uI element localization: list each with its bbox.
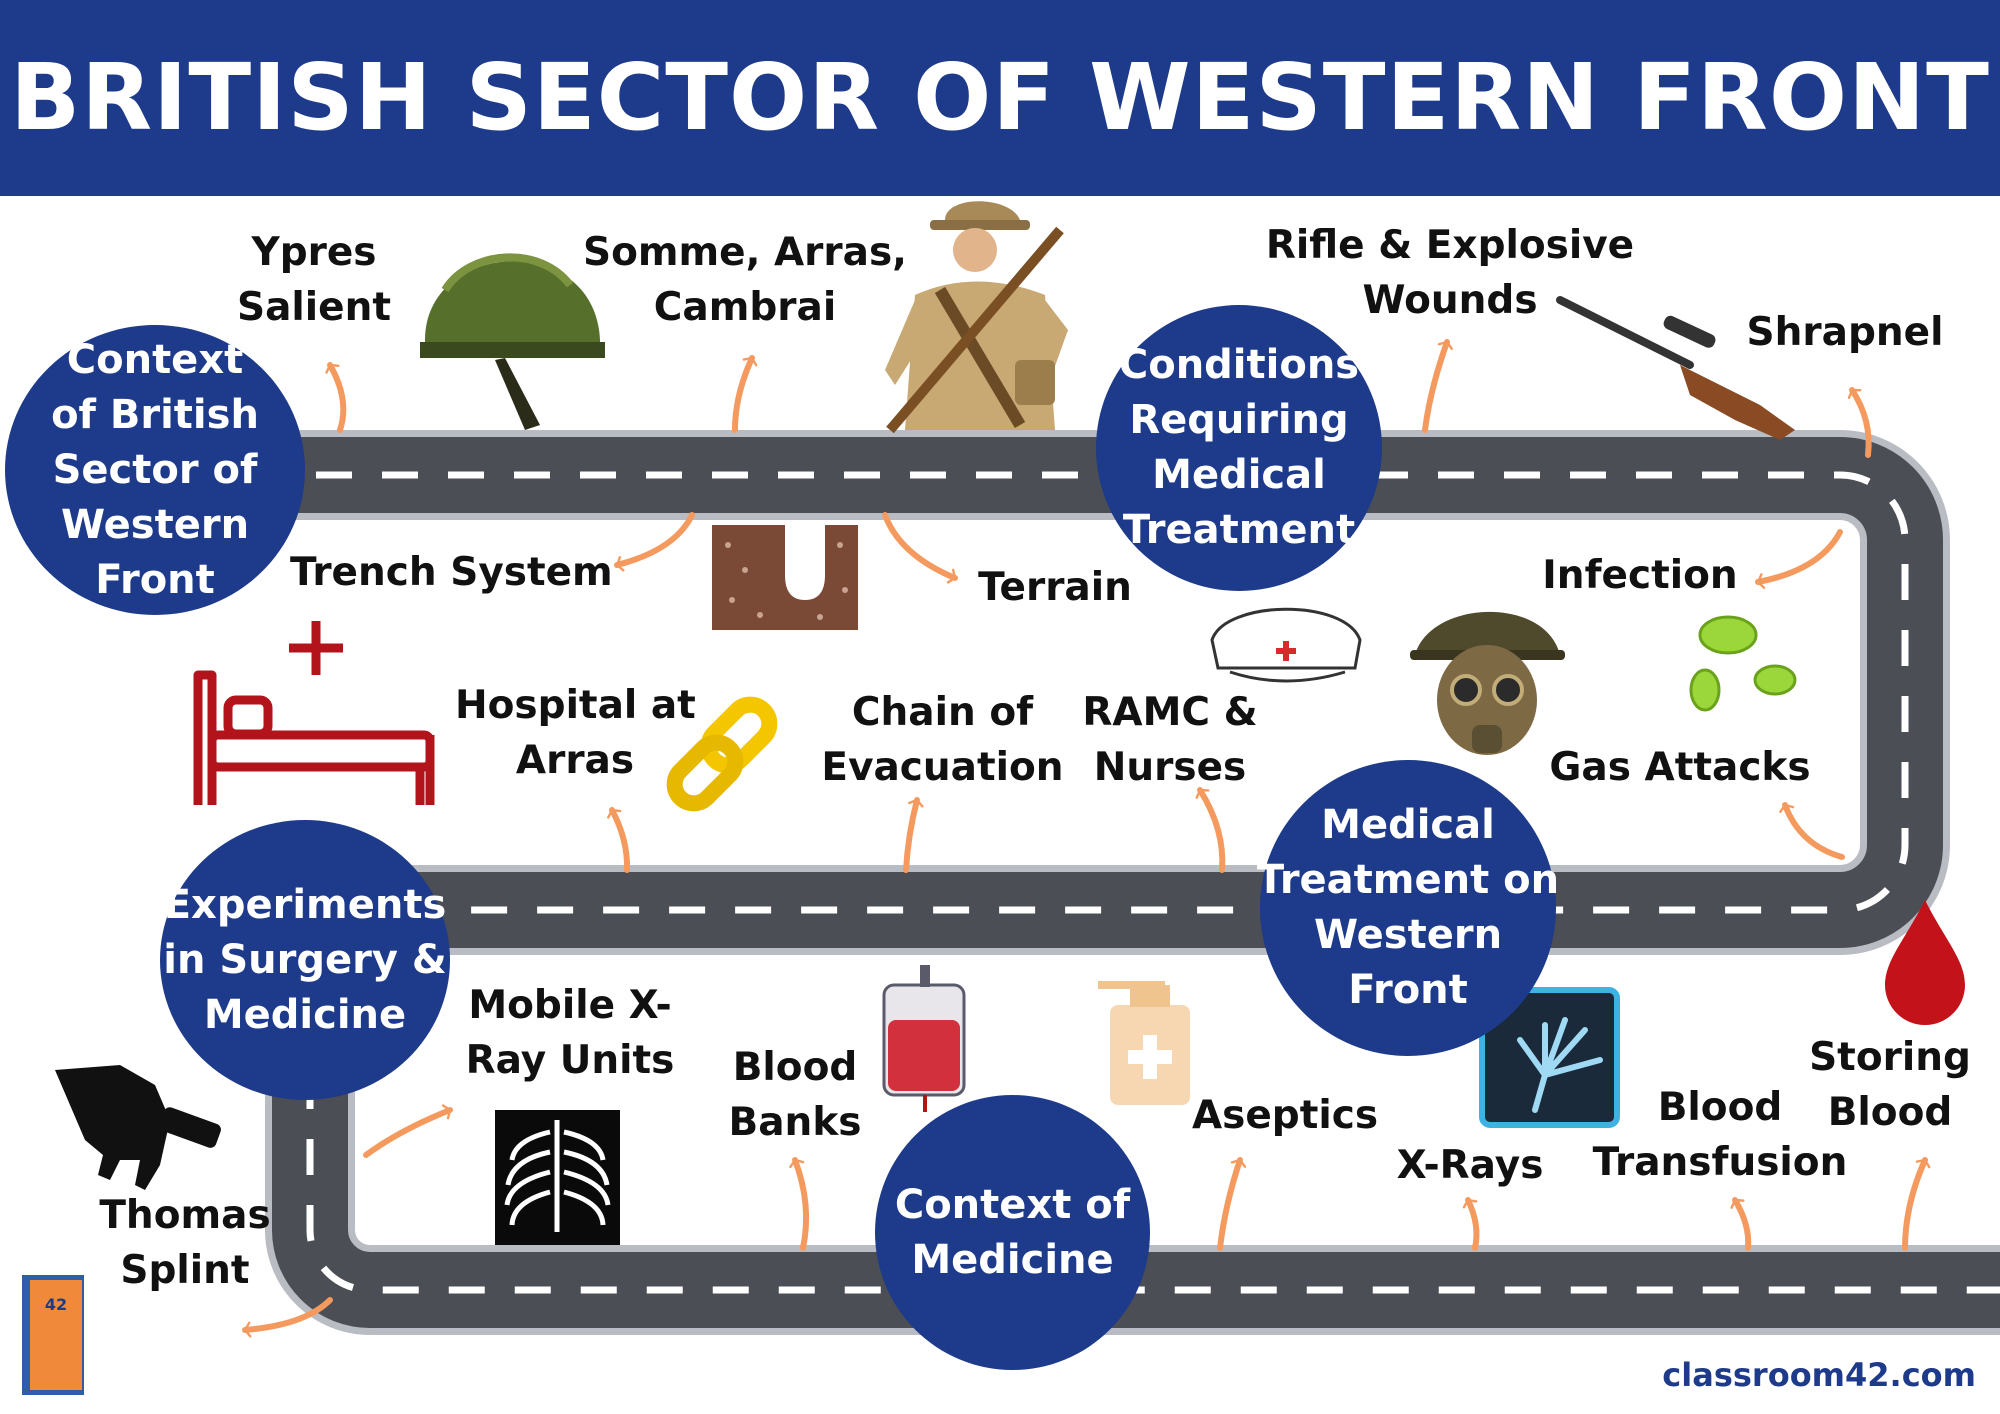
topic-gas-attacks: Gas Attacks [1549,745,1811,790]
soldier-icon [885,201,1068,434]
arrow-rifle [1422,339,1454,433]
sanitizer-bottle-icon [1098,981,1190,1105]
rifle-icon [1556,296,1795,440]
arrow-gas [1779,802,1845,860]
blood-drop-icon [1885,900,1965,1025]
arrow-infection [1755,529,1843,589]
arrow-trench [614,512,695,572]
arrow-chain [903,797,924,873]
topic-x-rays: X-Rays [1396,1143,1544,1188]
arrow-xrays [1462,1197,1480,1251]
section-medical-treatment-western-front: Medical Treatment on Western Front [1257,760,1559,1056]
arrow-thomas-splint [242,1297,333,1338]
arrows [242,339,1931,1338]
arrow-somme [732,355,758,433]
nurse-cap-icon [1210,607,1362,683]
hand-xray-icon [1479,987,1620,1128]
logo-text: 42 [45,1295,67,1314]
arrow-ypres [325,362,347,433]
arrow-transfusion [1730,1197,1752,1251]
topic-mobile-xray-units: Mobile X-Ray Units [465,983,675,1083]
website-url[interactable]: classroom42.com [1662,1356,1976,1394]
topic-somme-arras-cambrai: Somme, Arras,Cambrai [583,230,907,330]
topic-ramc-nurses: RAMC &Nurses [1082,690,1258,790]
topic-shrapnel: Shrapnel [1746,310,1944,355]
page-title: BRITISH SECTOR OF WESTERN FRONT [10,44,1990,151]
hospital-bed-icon [193,621,435,805]
arrow-ramc [1195,787,1226,873]
topic-trench-system: Trench System [290,550,613,595]
arrow-aseptics [1217,1157,1247,1251]
arrow-shrapnel [1847,387,1872,458]
section-conditions-medical: Conditions Requiring Medical Treatment [1096,305,1382,591]
splint-icon [55,1065,221,1190]
trench-icon [712,525,858,630]
section-context-medicine: Context of Medicine [875,1095,1150,1370]
arrow-blood-banks [789,1157,810,1251]
title-banner: BRITISH SECTOR OF WESTERN FRONT [0,0,2000,196]
chain-link-icon [666,696,778,812]
arrow-mobile-xray [363,1104,453,1158]
arrow-storing-blood [1902,1157,1931,1251]
winding-road [250,430,2000,1335]
topic-infection: Infection [1542,553,1738,598]
section-experiments-surgery: Experiments in Surgery & Medicine [160,820,450,1100]
bacteria-icon [1689,615,1797,712]
ribcage-xray-icon [495,1110,620,1245]
topic-aseptics: Aseptics [1191,1093,1379,1138]
gas-mask-icon [1410,611,1565,755]
section-context-british-sector: Context of British Sector of Western Fro… [5,325,305,615]
arrow-terrain [882,512,958,584]
book-logo: 42 [22,1275,84,1395]
blood-bag-icon [882,965,966,1112]
topic-terrain: Terrain [978,565,1132,610]
arrow-hospital [607,807,631,873]
army-helmet-icon [420,253,605,430]
